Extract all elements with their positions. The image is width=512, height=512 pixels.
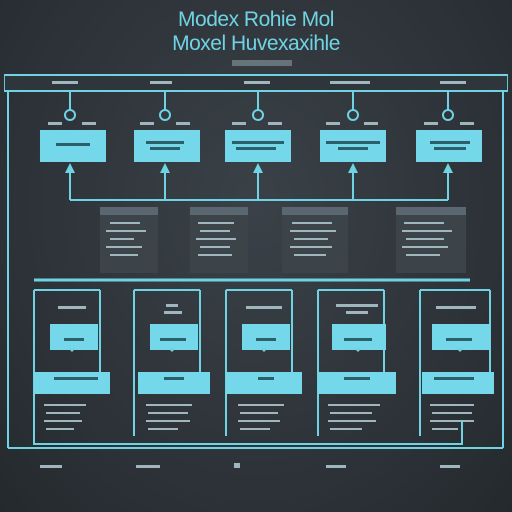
top-node-5: [416, 91, 482, 162]
bottom-labels: [40, 463, 460, 468]
middle-panels: [100, 207, 466, 273]
top-node-1: [40, 91, 106, 162]
down-arrows: [68, 348, 464, 352]
middle-panel-1: [100, 207, 158, 273]
diagram-title: Modex Rohie Mol: [178, 8, 334, 31]
top-node-4: [320, 91, 386, 162]
middle-panel-4: [396, 207, 466, 273]
caption-placeholder: [232, 60, 292, 66]
top-header-labels: [52, 81, 466, 84]
lower-column-5: [419, 289, 494, 436]
lower-column-4: [317, 289, 396, 436]
up-arrows: [65, 163, 453, 200]
top-node-3: [225, 91, 291, 162]
top-node-2: [134, 91, 200, 162]
bottom-connector: [33, 420, 463, 445]
lower-column-1: [33, 289, 110, 436]
diagram-subtitle: Moxel Huvexaxihle: [172, 32, 340, 55]
lower-column-3: [225, 289, 302, 436]
middle-panel-2: [190, 207, 248, 273]
lower-column-2: [133, 289, 210, 436]
middle-panel-3: [282, 207, 348, 273]
